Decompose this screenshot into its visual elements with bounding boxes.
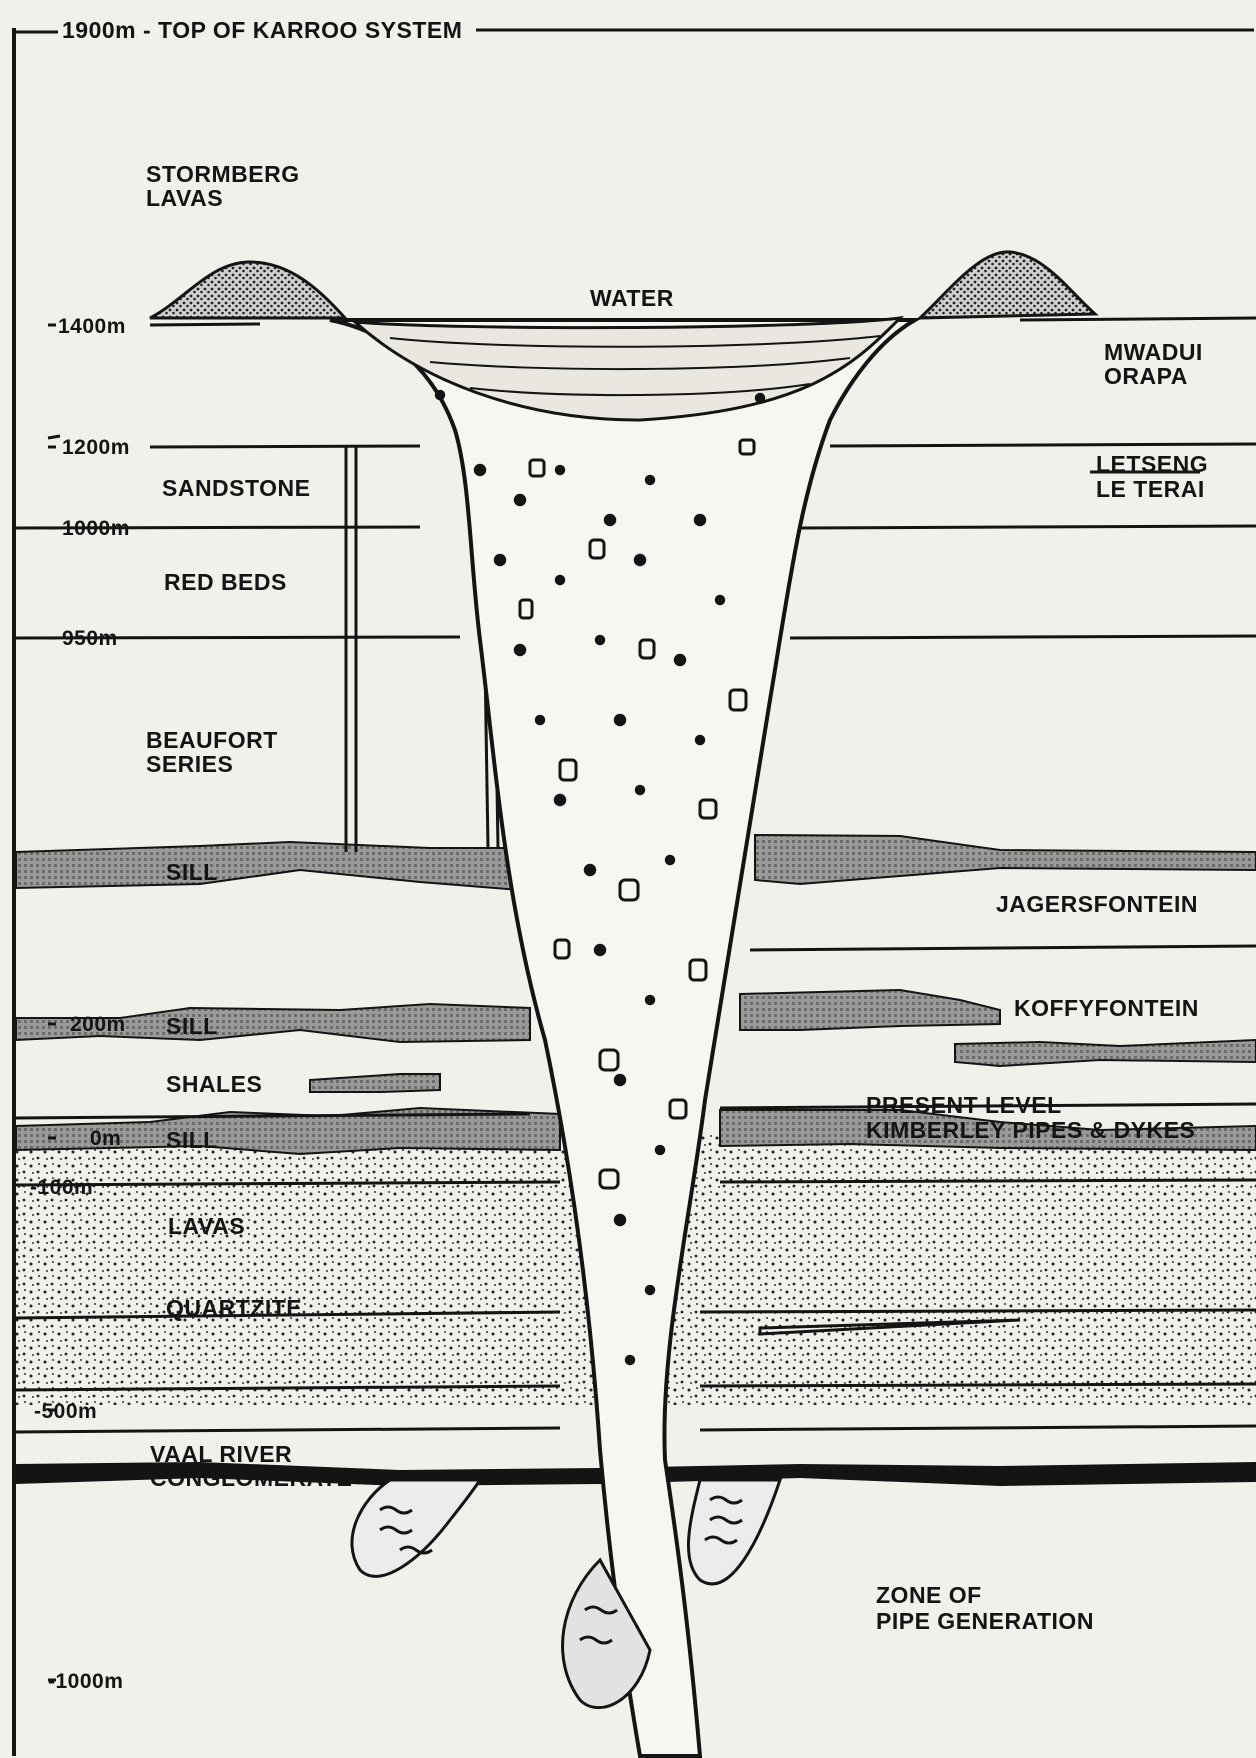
present-level-label-line1: PRESENT LEVEL	[866, 1092, 1062, 1118]
present-level-label-line2: KIMBERLEY PIPES & DYKES	[866, 1117, 1195, 1143]
top-of-karroo-label: 1900m - TOP OF KARROO SYSTEM	[62, 17, 462, 43]
zone-label-line2: PIPE GENERATION	[876, 1608, 1094, 1634]
red-beds-label: RED BEDS	[164, 569, 287, 595]
shales-label: SHALES	[166, 1071, 262, 1097]
depth-label-200: 200m	[70, 1013, 126, 1036]
lavas-label: LAVAS	[168, 1213, 245, 1239]
letseng-label-line2: LE TERAI	[1096, 476, 1205, 502]
koffyfontein-label: KOFFYFONTEIN	[1014, 995, 1199, 1021]
depth-label-1200: 1200m	[62, 436, 130, 459]
zone-label-line1: ZONE OF	[876, 1582, 982, 1608]
stormberg-label-line2: LAVAS	[146, 185, 223, 211]
sill-200-label: SILL	[166, 1013, 218, 1039]
mwadui-label-line2: ORAPA	[1104, 363, 1188, 389]
vaal-river-label-line2: CONGLOMERATE	[150, 1465, 352, 1491]
depth-label-1000: 1000m	[62, 517, 130, 540]
depth-label-minus-500: -500m	[34, 1400, 97, 1423]
beaufort-label-line2: SERIES	[146, 751, 233, 777]
sill-upper-label: SILL	[166, 859, 218, 885]
water-label: WATER	[590, 285, 674, 311]
mwadui-label-line1: MWADUI	[1104, 339, 1203, 365]
vaal-river-label-line1: VAAL RIVER	[150, 1441, 292, 1467]
sandstone-label: SANDSTONE	[162, 475, 311, 501]
jagersfontein-label: JAGERSFONTEIN	[996, 891, 1198, 917]
letseng-label-line1: LETSENG	[1096, 451, 1208, 477]
depth-label-0: 0m	[90, 1127, 121, 1150]
depth-label-1400: 1400m	[58, 315, 126, 338]
depth-label-950: 950m	[62, 627, 118, 650]
depth-label-minus-1000: -1000m	[48, 1670, 123, 1693]
stormberg-label-line1: STORMBERG	[146, 161, 300, 187]
pipe-root-lobes	[352, 1480, 780, 1708]
depth-label-minus-100: -100m	[30, 1176, 93, 1199]
sill-0-label: SILL	[166, 1127, 218, 1153]
quartzite-label: QUARTZITE	[166, 1295, 302, 1321]
site-labels: MWADUI ORAPA LETSENG LE TERAI JAGERSFONT…	[866, 339, 1208, 1634]
beaufort-label-line1: BEAUFORT	[146, 727, 278, 753]
